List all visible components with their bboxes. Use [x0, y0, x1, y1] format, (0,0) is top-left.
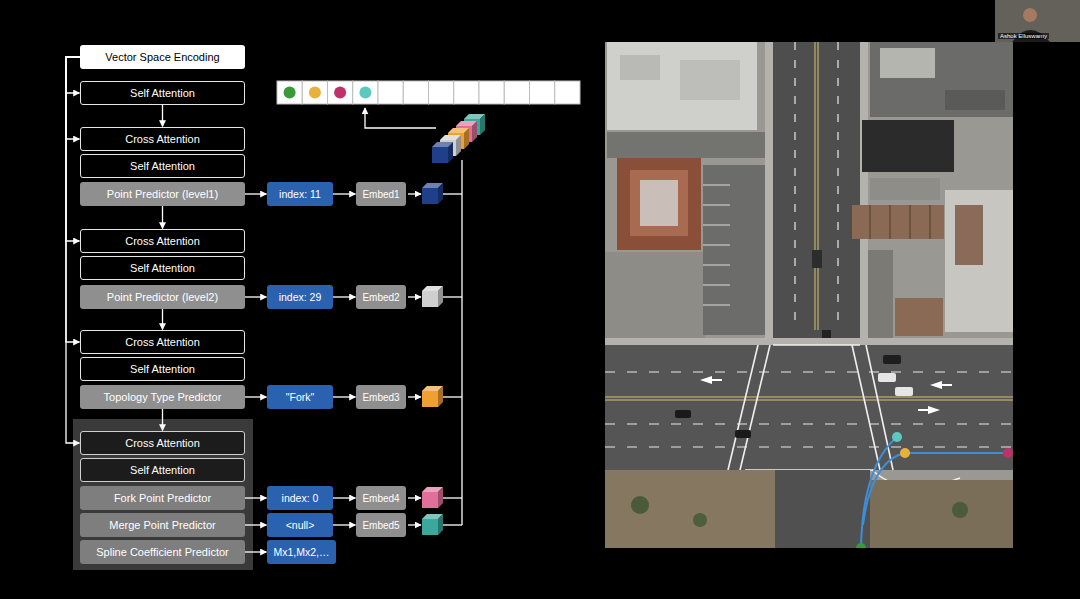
embedding-cube: [432, 142, 453, 163]
box-label: Point Predictor (level1): [107, 188, 218, 200]
output-box: Mx1,Mx2,…: [267, 540, 336, 564]
collector-lines: [443, 160, 462, 525]
output-box: index: 29: [267, 285, 333, 309]
box-label: index: 0: [282, 492, 319, 504]
embedding-cube: [422, 386, 443, 407]
connector: [333, 497, 356, 498]
connector: [66, 57, 80, 443]
predictor-box: Point Predictor (level2): [80, 285, 245, 309]
connector: [245, 524, 267, 525]
predictor-box: Merge Point Predictor: [80, 513, 245, 537]
embed-arrows: [408, 194, 421, 525]
attention-block: Cross Attention: [80, 330, 245, 354]
box-label: index: 11: [279, 188, 321, 200]
embed-box: Embed1: [356, 182, 406, 206]
connector: [66, 57, 80, 241]
box-label: Mx1,Mx2,…: [273, 546, 329, 558]
embedding-cube: [422, 487, 443, 508]
box-label: Cross Attention: [125, 133, 200, 145]
box-label: Point Predictor (level2): [107, 291, 218, 303]
attention-block: Cross Attention: [80, 229, 245, 253]
box-label: Topology Type Predictor: [104, 391, 222, 403]
box-label: Self Attention: [130, 262, 195, 274]
box-label: Merge Point Predictor: [109, 519, 215, 531]
predictor-box: Spline Coefficient Predictor: [80, 540, 245, 564]
connector: [333, 396, 356, 397]
predictor-box: Fork Point Predictor: [80, 486, 245, 510]
output-box: index: 11: [267, 182, 333, 206]
box-label: Embed4: [362, 493, 399, 504]
speaker-name: Ashok Elluswamy: [998, 33, 1049, 39]
connector: [245, 193, 267, 194]
box-label: Embed2: [362, 292, 399, 303]
box-label: Self Attention: [130, 464, 195, 476]
box-label: Embed1: [362, 189, 399, 200]
connector: [245, 296, 267, 297]
embedding-cube: [422, 286, 443, 307]
output-box: "Fork": [267, 385, 333, 409]
output-box: <null>: [267, 513, 333, 537]
attention-block: Self Attention: [80, 154, 245, 178]
box-label: Self Attention: [130, 363, 195, 375]
box-label: <null>: [286, 519, 315, 531]
attention-block: Self Attention: [80, 458, 245, 482]
box-label: Vector Space Encoding: [105, 51, 219, 63]
box-label: Embed3: [362, 392, 399, 403]
box-label: "Fork": [286, 391, 314, 403]
attention-block: Cross Attention: [80, 431, 245, 455]
box-label: Embed5: [362, 520, 399, 531]
connector: [333, 193, 356, 194]
embed-box: Embed4: [356, 486, 406, 510]
connector: [66, 57, 80, 342]
attention-block: Self Attention: [80, 357, 245, 381]
speaker-name: Ashok Elluswamy: [1000, 33, 1047, 39]
predictor-box: Topology Type Predictor: [80, 385, 245, 409]
connector: [162, 206, 163, 229]
embed-box: Embed3: [356, 385, 406, 409]
connector: [66, 57, 80, 139]
connector: [333, 296, 356, 297]
connector: [245, 396, 267, 397]
connector: [245, 551, 267, 552]
connector: [245, 497, 267, 498]
predictor-box: Point Predictor (level1): [80, 182, 245, 206]
embed-box: Embed5: [356, 513, 406, 537]
connector: [162, 105, 163, 127]
box-label: index: 29: [279, 291, 322, 303]
box-label: Cross Attention: [125, 336, 200, 348]
box-label: Self Attention: [130, 87, 195, 99]
box-label: Fork Point Predictor: [114, 492, 211, 504]
box-label: Self Attention: [130, 160, 195, 172]
header-box: Vector Space Encoding: [80, 45, 245, 69]
connector: [162, 309, 163, 330]
attention-block: Self Attention: [80, 81, 245, 105]
box-label: Cross Attention: [125, 437, 200, 449]
connector: [162, 409, 163, 431]
connector: [333, 524, 356, 525]
embedding-cube: [422, 514, 443, 535]
attention-block: Self Attention: [80, 256, 245, 280]
connector: [66, 57, 80, 93]
box-label: Cross Attention: [125, 235, 200, 247]
token-bar: [277, 81, 580, 104]
output-box: index: 0: [267, 486, 333, 510]
box-label: Spline Coefficient Predictor: [96, 546, 228, 558]
embedding-cube: [422, 183, 443, 204]
decoder-panel: [73, 419, 253, 570]
embed-box: Embed2: [356, 285, 406, 309]
feedback-arrow: [365, 108, 436, 128]
attention-block: Cross Attention: [80, 127, 245, 151]
